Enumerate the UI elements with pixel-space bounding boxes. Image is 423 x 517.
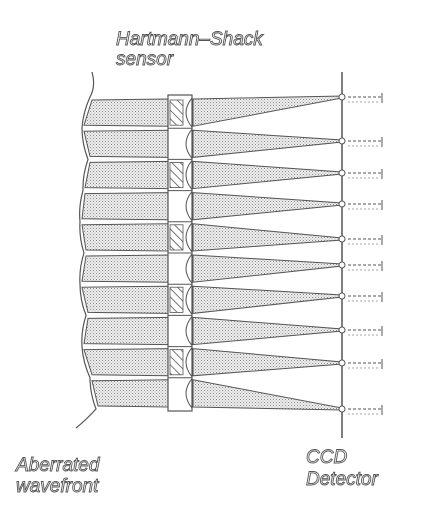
detector-label-line1: CCD <box>306 447 348 468</box>
wavefront-curve <box>75 71 97 429</box>
focus-cone <box>192 95 343 127</box>
aberrated-wavefront <box>75 71 97 429</box>
focal-spot <box>338 169 346 177</box>
lenslet <box>185 284 193 315</box>
lenslet-hatch <box>169 161 184 188</box>
incoming-beam <box>91 379 169 408</box>
focal-spot <box>338 137 346 145</box>
focal-spot <box>338 326 346 334</box>
incoming-beam <box>81 223 169 252</box>
lenslet <box>185 316 193 346</box>
lenslet <box>185 253 193 284</box>
lenslet <box>185 128 193 159</box>
focus-cone <box>192 129 343 158</box>
lenslet <box>185 160 193 190</box>
focal-spot <box>338 405 346 413</box>
focal-spot <box>338 235 346 243</box>
focus-cone <box>192 223 343 252</box>
incoming-beam <box>83 98 169 127</box>
focus-cone <box>192 285 343 314</box>
sensor-label-line2: sensor <box>116 49 174 70</box>
lenslet <box>185 191 193 222</box>
focus-cone <box>192 379 343 411</box>
sensor-label-line1: Hartmann–Shack <box>116 29 264 50</box>
lenslet-array <box>167 94 193 412</box>
focused-cones <box>192 95 343 411</box>
incoming-beams <box>81 98 169 408</box>
lenslet <box>185 347 193 378</box>
focus-cone <box>192 348 343 377</box>
lenslet-hatch <box>169 349 184 376</box>
incoming-beam <box>83 348 169 377</box>
focus-cone <box>192 192 343 221</box>
lenslet <box>185 222 193 253</box>
lenslet-hatch <box>169 286 184 313</box>
focal-spot <box>338 359 346 367</box>
incoming-beam <box>84 160 169 190</box>
lenslet-hatch <box>169 99 184 126</box>
incoming-beam <box>81 192 169 221</box>
lenslet <box>185 97 193 128</box>
focal-spot <box>338 292 346 300</box>
wavefront-label-line1: Aberrated <box>16 455 100 476</box>
detector-label-line2: Detector <box>306 469 379 490</box>
lenslet-hatch <box>169 224 184 251</box>
incoming-beam <box>83 129 169 158</box>
focal-spot <box>338 93 346 101</box>
focal-spot <box>338 261 346 269</box>
ccd-detector <box>338 72 383 438</box>
incoming-beam <box>83 316 169 346</box>
focus-cone <box>192 254 343 283</box>
lenslet <box>185 378 193 409</box>
focus-cone <box>192 160 343 190</box>
focal-spot <box>338 200 346 208</box>
incoming-beam <box>81 254 169 283</box>
incoming-beam <box>81 285 169 314</box>
focus-cone <box>192 316 343 346</box>
wavefront-label-line2: wavefront <box>16 476 99 497</box>
